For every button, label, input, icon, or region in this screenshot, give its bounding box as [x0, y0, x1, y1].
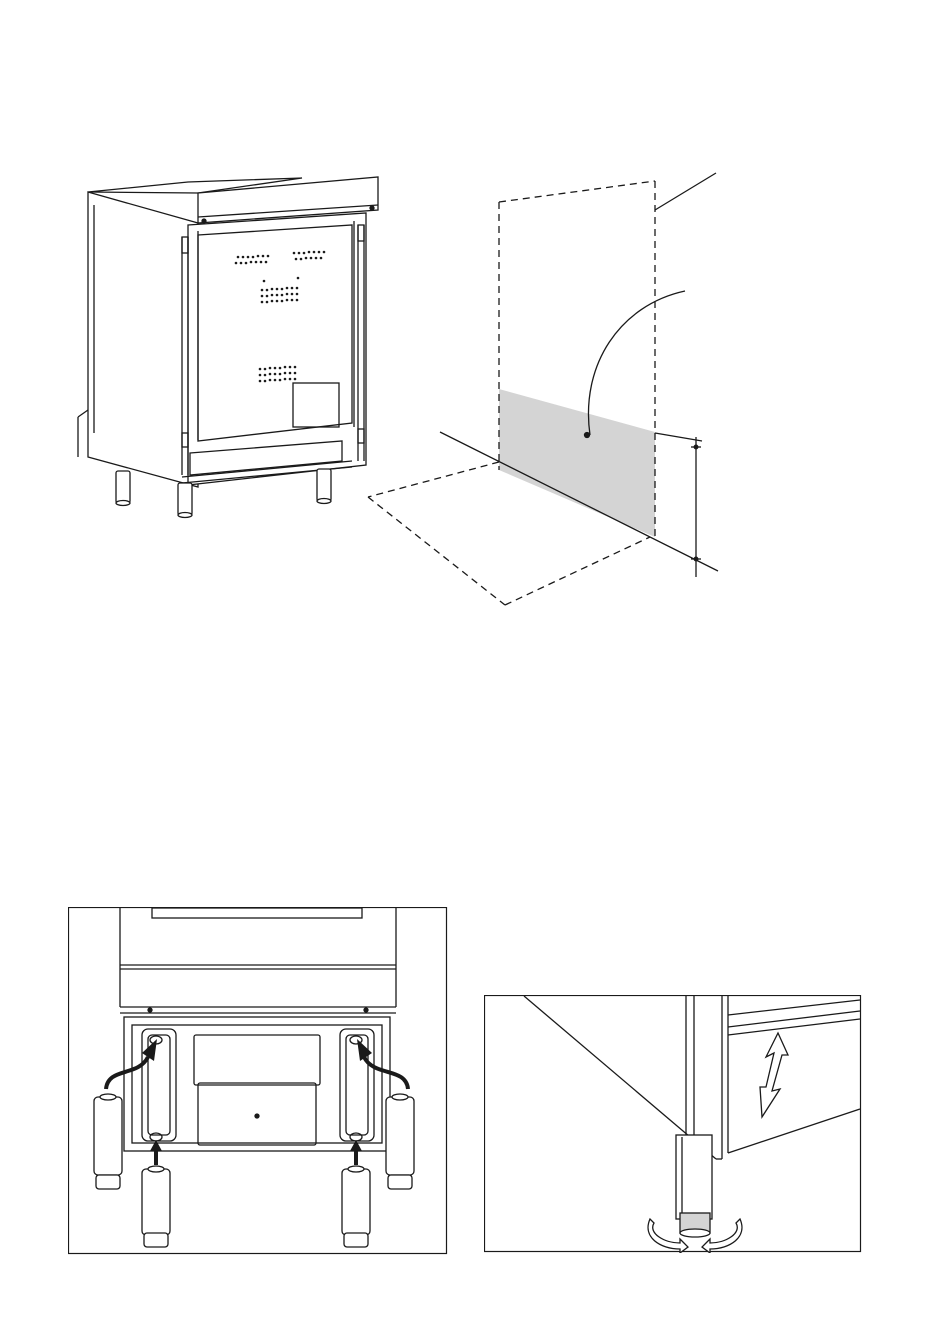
- wall-clearance-diagram: [360, 165, 730, 615]
- height-adjust-arrow-icon: [760, 1033, 788, 1117]
- zone-leader: [588, 291, 685, 435]
- feet-fitting-frame: [68, 907, 448, 1255]
- protected-wall-zone: [499, 389, 655, 537]
- levelling-foot: [676, 1135, 712, 1237]
- foot-sockets: [150, 1036, 362, 1141]
- cooker-rear-illustration: [70, 165, 400, 525]
- right-channel: [340, 1029, 374, 1141]
- foot-levelling-frame: [484, 995, 862, 1253]
- zone-marker: [585, 433, 590, 438]
- wall-leader: [655, 173, 716, 210]
- height-dimension: [655, 433, 702, 577]
- left-channel: [142, 1029, 176, 1141]
